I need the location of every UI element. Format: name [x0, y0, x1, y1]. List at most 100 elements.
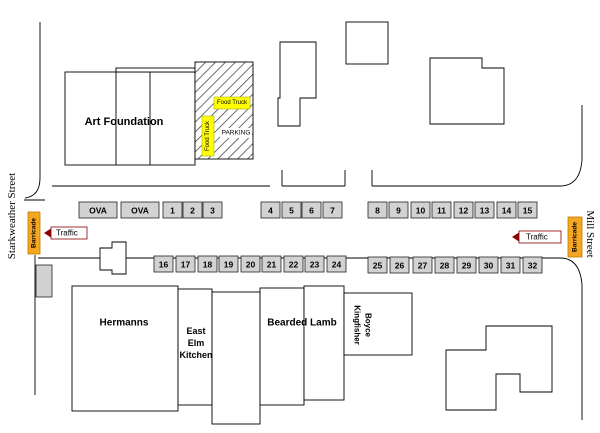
east-traffic-label: Traffic [526, 233, 548, 242]
vendor-stall [478, 256, 499, 274]
middle-building [211, 291, 261, 425]
east-barricade-label: Barricade [572, 222, 579, 252]
food-truck-1 [213, 96, 251, 110]
vendor-stall-label: 30 [484, 261, 494, 271]
vendor-stall [202, 201, 223, 219]
vendor-stall [500, 256, 521, 274]
north-road-edge-west [24, 22, 41, 199]
west-traffic-box [50, 226, 88, 240]
vendor-stall-label: 11 [437, 206, 446, 216]
vendor-stall [283, 255, 304, 273]
vendor-stall [522, 256, 543, 274]
east-elm-label-1: East [186, 326, 205, 336]
vendor-stall-label: 6 [309, 206, 314, 216]
vendor-stall-label: 8 [375, 206, 380, 216]
vendor-stall-label: 29 [462, 261, 472, 271]
vendor-stall-label: 17 [181, 260, 191, 270]
west-traffic-label: Traffic [56, 229, 78, 238]
vendor-stall-label: 9 [396, 206, 401, 216]
vendor-stall [281, 201, 302, 219]
kingfisher-label-1: Kingfisher [353, 305, 362, 345]
vendor-stall [322, 201, 343, 219]
vendor-stall [175, 255, 196, 273]
vendor-stall [431, 201, 452, 219]
vendor-stall [412, 256, 433, 274]
north-buildings: Art Foundation Food Truck Food Truck PAR… [64, 21, 505, 166]
hermanns-building [71, 285, 179, 412]
south-curb [38, 257, 583, 420]
vendor-stall-label: 3 [210, 206, 215, 216]
vendor-stall [474, 201, 495, 219]
vendor-stall [78, 201, 118, 219]
east-traffic-arrow-icon [512, 232, 519, 242]
vendor-stall [120, 201, 160, 219]
kiosk-structure [99, 241, 127, 275]
vendor-stall [197, 255, 218, 273]
southeast-building [445, 325, 553, 411]
bearded-lamb-label: Bearded Lamb [267, 318, 336, 329]
vendor-stall-label: 12 [459, 206, 469, 216]
vendor-stall-label: 1 [170, 206, 175, 216]
vendor-stall [261, 255, 282, 273]
vendor-stall-label: 31 [506, 261, 516, 271]
bearded-lamb-building [259, 287, 305, 406]
vendor-stall [260, 201, 281, 219]
kingfisher-label-2: Boyce [364, 313, 373, 338]
vendor-stall-label: OVA [131, 206, 149, 216]
vendor-stall-label: 4 [268, 206, 273, 216]
art-foundation-label: Art Foundation [85, 116, 164, 128]
vendor-stall-label: 10 [416, 206, 426, 216]
vendor-stall [153, 255, 174, 273]
vendor-stall [410, 201, 431, 219]
vendor-stall-label: 14 [502, 206, 512, 216]
vendor-stall [304, 255, 325, 273]
parking-lot [194, 61, 254, 160]
east-elm-label-3: Kitchen [179, 350, 212, 360]
vendor-stall [389, 256, 410, 274]
vendor-stall-label: 2 [190, 206, 195, 216]
vendor-stall [218, 255, 239, 273]
vendor-stall [162, 201, 183, 219]
west-traffic-sign: Traffic [44, 226, 88, 240]
vendor-stall-label: 13 [480, 206, 490, 216]
east-traffic-sign: Traffic [512, 230, 562, 244]
starkweather-street-label: Starkweather Street [6, 173, 18, 259]
east-traffic-box [518, 230, 562, 244]
parking-label: PARKING [222, 130, 251, 137]
hermanns-label: Hermanns [100, 318, 149, 329]
south-buildings: Hermanns East Elm Kitchen Bearded Lamb K… [71, 285, 553, 425]
vendor-stall [301, 201, 322, 219]
vendor-stall [182, 201, 203, 219]
vendor-stall-label: OVA [89, 206, 107, 216]
west-storage-box [35, 264, 53, 298]
vendor-stall-label: 22 [289, 260, 299, 270]
west-barricade [27, 211, 41, 255]
food-truck-1-label: Food Truck [217, 100, 248, 106]
bearded-lamb-annex [303, 285, 345, 401]
road-edges [24, 22, 583, 420]
east-barricade [567, 216, 583, 258]
vendor-stall-label: 16 [159, 260, 169, 270]
vendor-stall-label: 23 [310, 260, 320, 270]
west-barricade-label: Barricade [31, 218, 38, 248]
kingfisher-boyce-building [343, 292, 413, 356]
parking-label-bg [220, 128, 252, 138]
vendor-stall-label: 5 [289, 206, 294, 216]
vendor-stall [388, 201, 409, 219]
vendor-stall-label: 20 [246, 260, 256, 270]
vendor-stall [326, 255, 347, 273]
art-foundation-annex [115, 67, 197, 73]
vendor-stall-label: 24 [332, 260, 342, 270]
vendor-stall-label: 21 [267, 260, 277, 270]
mill-street-label: Mill Street [584, 210, 596, 257]
vendor-stall [496, 201, 517, 219]
vendor-stall [517, 201, 538, 219]
north-building-c [429, 57, 505, 125]
vendor-stall-label: 27 [418, 261, 428, 271]
west-traffic-arrow-icon [44, 228, 51, 238]
vendor-stall-label: 18 [203, 260, 213, 270]
vendor-stall-label: 26 [395, 261, 405, 271]
